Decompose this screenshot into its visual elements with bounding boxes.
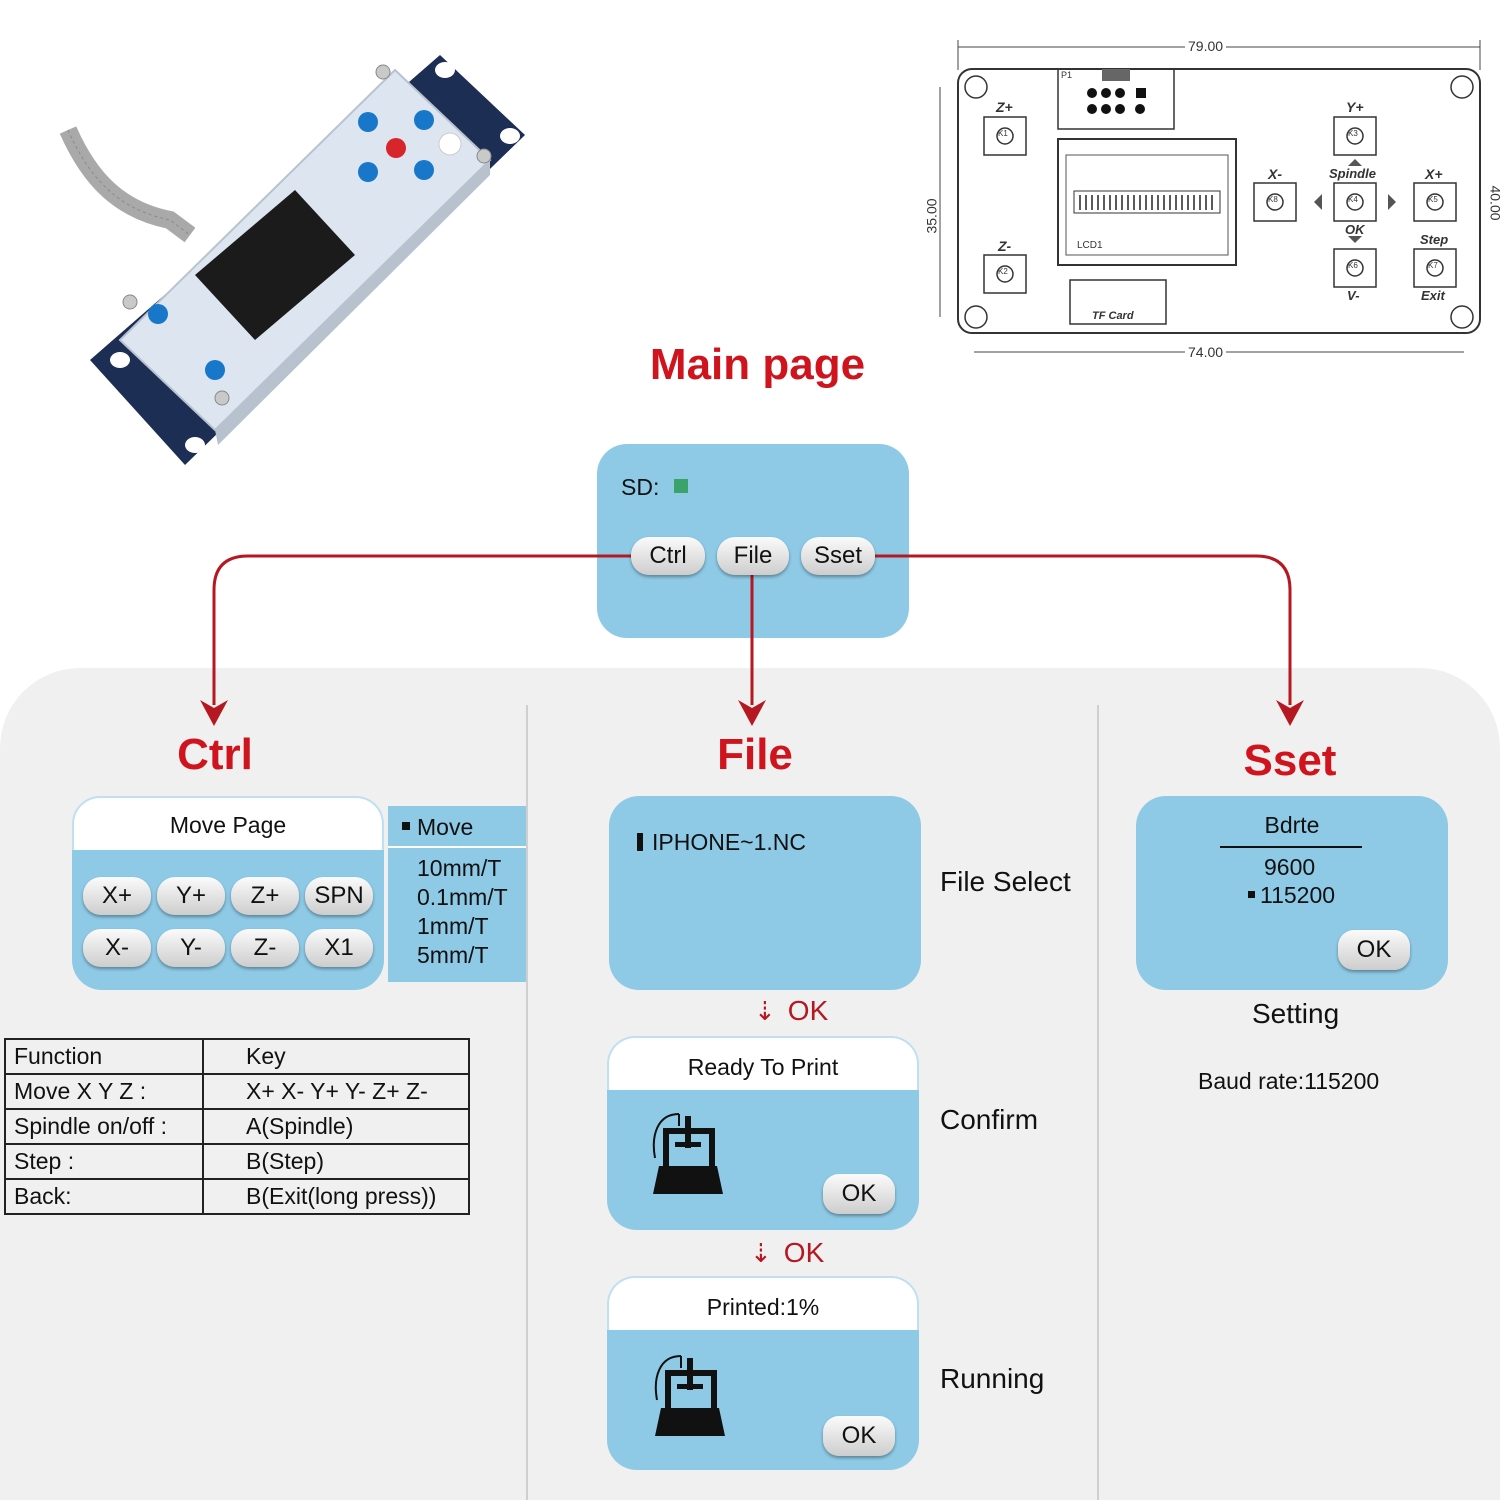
step-option-5mm[interactable]: 5mm/T [417,942,489,968]
cursor-marker-icon [637,833,643,851]
selected-marker-icon [402,822,410,830]
selected-marker-icon [1248,891,1255,898]
confirm-ok-button[interactable]: OK [823,1174,895,1214]
double-down-arrow-icon: ⇣ [750,1238,772,1268]
column-divider-right [1097,705,1099,1500]
pcb-key-id: K6 [1348,261,1358,270]
ok-step-label: OK [787,995,829,1026]
pcb-key-x-minus: X- [1268,166,1282,182]
pcb-key-step: Step [1420,232,1449,247]
file-select-label: File Select [940,866,1071,897]
table-row: Spindle on/off : A(Spindle) [4,1108,470,1145]
baud-title: Bdrte [1264,812,1320,838]
pcb-key-z-plus: Z+ [996,99,1013,115]
step-option-0-1mm[interactable]: 0.1mm/T [417,884,508,910]
table-cell: B(Exit(long press)) [202,1178,470,1215]
table-cell: Spindle on/off : [4,1108,204,1145]
pcb-key-id: K3 [1348,129,1358,138]
table-cell: X+ X- Y+ Y- Z+ Z- [202,1073,470,1110]
device-photo [59,55,525,465]
main-page-title: Main page [649,340,866,389]
confirm-title: Ready To Print [607,1036,919,1090]
baud-rate-note: Baud rate:115200 [1198,1068,1380,1094]
pcb-key-id: K4 [1348,195,1358,204]
file-list-item[interactable]: IPHONE~1.NC [652,829,807,855]
ctrl-button-z-plus[interactable]: Z+ [231,877,299,915]
file-select-panel: IPHONE~1.NC [609,796,921,990]
sd-label: SD: [621,474,660,500]
double-down-arrow-icon: ⇣ [754,996,776,1026]
step-menu-selected: Move [417,814,474,840]
table-header-row: Function Key [4,1038,470,1075]
table-cell: B(Step) [202,1143,470,1180]
pcb-key-z-minus: Z- [998,238,1012,254]
pcb-dim-bottom: 74.00 [1185,344,1227,360]
sd-status-indicator [674,479,688,493]
baud-option-115200[interactable]: 115200 [1260,882,1336,908]
running-panel: Printed:1% OK [607,1276,919,1470]
table-header: Function [4,1038,204,1075]
ctrl-button-x-minus[interactable]: X- [83,929,151,967]
pcb-key-id: K1 [998,129,1008,138]
pcb-lcd-label: LCD1 [1077,240,1103,251]
baud-setting-panel: Bdrte 9600 115200 OK [1136,796,1448,990]
baud-option-9600[interactable]: 9600 [1264,854,1316,880]
table-cell: A(Spindle) [202,1108,470,1145]
key-function-table: Function Key Move X Y Z : X+ X- Y+ Y- Z+… [4,1038,470,1215]
confirm-label: Confirm [940,1104,1039,1135]
tab-file[interactable]: File [717,537,789,575]
table-header: Key [202,1038,470,1075]
cnc-machine-icon [652,1113,723,1194]
pcb-key-y-plus: Y+ [1346,99,1364,115]
step-option-1mm[interactable]: 1mm/T [417,913,489,939]
ctrl-button-x-plus[interactable]: X+ [83,877,151,915]
file-section-title: File [717,730,793,779]
pcb-tf-card-label: TF Card [1092,310,1134,322]
ok-step-label: OK [783,1237,825,1268]
ctrl-button-spindle[interactable]: SPN [305,877,373,915]
table-row: Step : B(Step) [4,1143,470,1180]
pcb-key-id: K5 [1428,195,1438,204]
pcb-key-x-plus: X+ [1425,166,1443,182]
running-ok-button[interactable]: OK [823,1416,895,1456]
tab-ctrl[interactable]: Ctrl [631,537,705,575]
table-row: Move X Y Z : X+ X- Y+ Y- Z+ Z- [4,1073,470,1110]
confirm-panel: Ready To Print OK [607,1036,919,1230]
pcb-key-id: K7 [1428,261,1438,270]
sset-section-title: Sset [1243,736,1337,785]
setting-label: Setting [1252,998,1340,1029]
pcb-key-id: K2 [998,267,1008,276]
step-menu-header[interactable]: Move [388,806,526,848]
ok-step-arrow-2: ⇣ OK [750,1237,824,1269]
ctrl-section-title: Ctrl [177,730,253,779]
tab-sset[interactable]: Sset [801,537,875,575]
ctrl-button-z-minus[interactable]: Z- [231,929,299,967]
ctrl-button-y-plus[interactable]: Y+ [157,877,225,915]
device-button-set [148,110,462,380]
ctrl-button-x1[interactable]: X1 [305,929,373,967]
pcb-key-exit: Exit [1421,288,1445,303]
step-option-10mm[interactable]: 10mm/T [417,855,502,881]
table-cell: Step : [4,1143,204,1180]
pcb-key-spindle: Spindle [1329,166,1376,181]
ok-step-arrow-1: ⇣ OK [754,995,828,1027]
pcb-connector-label: P1 [1061,70,1073,80]
pcb-key-ok: OK [1345,222,1365,237]
table-cell: Back: [4,1178,204,1215]
running-label: Running [940,1363,1045,1394]
pcb-dim-top: 79.00 [1185,38,1227,54]
running-progress-title: Printed:1% [607,1276,919,1330]
pcb-key-v-minus: V- [1347,288,1360,303]
table-cell: Move X Y Z : [4,1073,204,1110]
baud-ok-button[interactable]: OK [1338,930,1410,970]
column-divider-left [526,705,528,1500]
move-page-title: Move Page [72,796,384,850]
table-row: Back: B(Exit(long press)) [4,1178,470,1215]
ctrl-button-y-minus[interactable]: Y- [157,929,225,967]
step-menu: Move 10mm/T 0.1mm/T 1mm/T 5mm/T [388,806,526,982]
cnc-machine-icon [654,1355,725,1436]
pcb-key-id: K8 [1268,195,1278,204]
title-underline [1220,846,1362,848]
